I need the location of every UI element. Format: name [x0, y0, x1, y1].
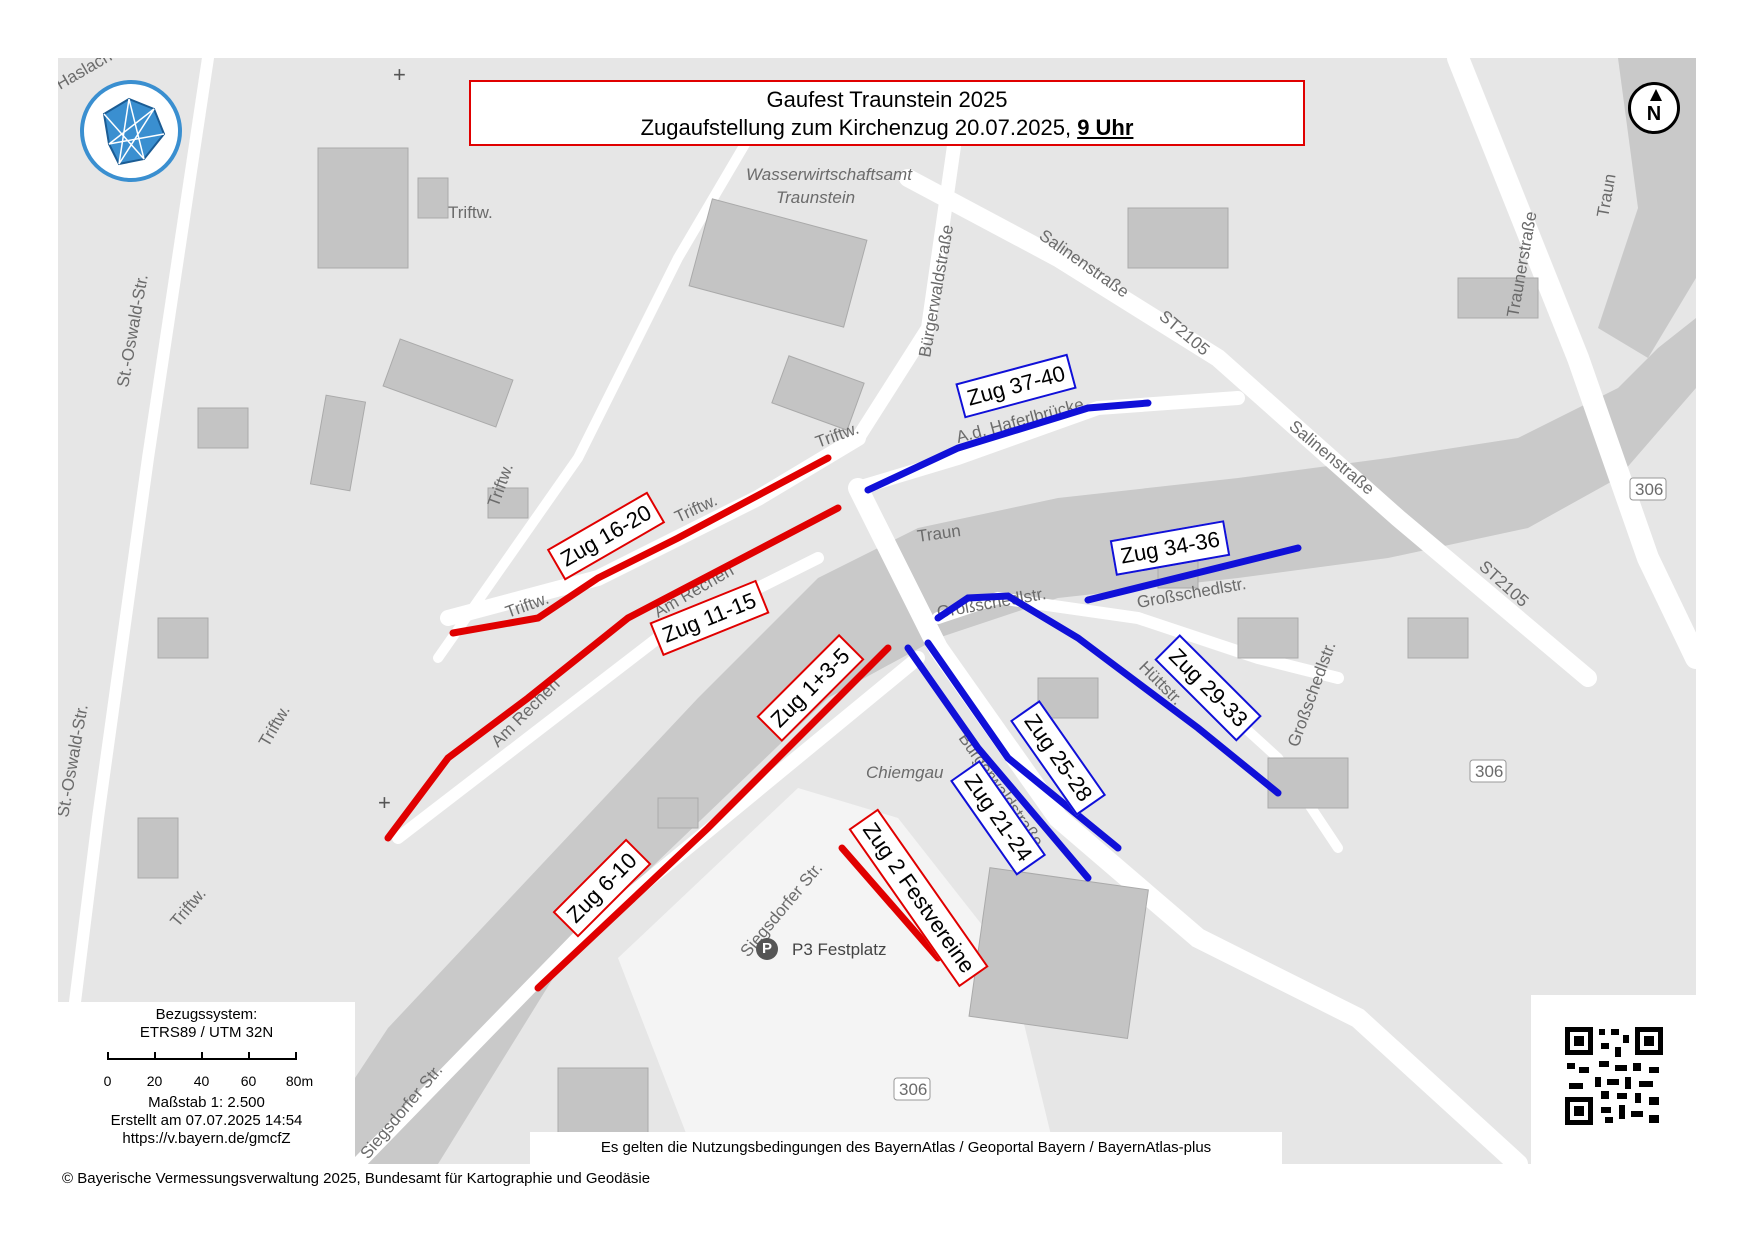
route-zug-34-36	[1084, 544, 1302, 604]
legend-url[interactable]: https://v.bayern.de/gmcfZ	[122, 1130, 291, 1147]
parking-icon: P	[756, 938, 778, 960]
legend-created: Erstellt am 07.07.2025 14:54	[110, 1112, 303, 1129]
north-arrow-triangle	[1650, 89, 1662, 101]
map-base: Haslach Triftw. St.-Oswald-Str. St.-Oswa…	[58, 58, 1696, 1164]
label-st-oswald-2: St.-Oswald-Str.	[58, 703, 92, 819]
scale-label-0: 0	[103, 1073, 112, 1089]
label-buergerwaldstrasse: Bürgerwaldstraße	[915, 223, 957, 358]
river-traun-east	[1598, 58, 1696, 358]
road-306-label-1: 306	[1635, 480, 1663, 499]
qr-code-icon[interactable]	[1565, 1027, 1663, 1125]
road-buergerwald	[851, 111, 965, 445]
road-triftweg-north	[433, 83, 783, 663]
logo-icon	[80, 80, 182, 182]
route-zug-37-40	[864, 399, 1152, 494]
road-siegsdorfer	[351, 651, 925, 1164]
label-st-oswald: St.-Oswald-Str.	[113, 273, 152, 389]
north-arrow-icon: N	[1628, 82, 1680, 134]
route-zug-21-24	[904, 644, 1092, 882]
logo-graphic	[102, 97, 166, 166]
scale-tick-0	[106, 1052, 109, 1060]
legend-scale: Maßstab 1: 2.500	[148, 1094, 265, 1111]
road-buergerwald-south	[848, 478, 1528, 1164]
river-traun	[298, 318, 1696, 1164]
parking-label: P3 Festplatz	[792, 940, 887, 959]
scale-label-3: 60	[240, 1073, 257, 1089]
title-time: 9 Uhr	[1077, 115, 1134, 140]
route-zug-1-3-5	[534, 644, 892, 992]
label-wasserwirtschaftsamt: Wasserwirtschaftsamt	[746, 165, 913, 184]
map-title: Gaufest Traunstein 2025 Zugaufstellung z…	[469, 80, 1305, 146]
label-triftweg-3: Triftw.	[167, 884, 210, 930]
scale-tick-4	[294, 1052, 297, 1060]
label-traun-east: Traun	[1593, 172, 1619, 218]
buildings	[137, 147, 1539, 1159]
title-line-2-prefix: Zugaufstellung zum Kirchenzug 20.07.2025…	[640, 115, 1078, 140]
map-canvas[interactable]: Haslach Triftw. St.-Oswald-Str. St.-Oswa…	[58, 58, 1696, 1164]
legend-ref-title: Bezugssystem:	[155, 1006, 258, 1023]
road-306-markers: 306 306 306	[893, 477, 1667, 1101]
blue-routes	[864, 399, 1302, 882]
qr-code-panel	[1531, 995, 1696, 1164]
church-cross-icon-2: +	[393, 62, 406, 87]
route-zug-29-33	[934, 592, 1282, 797]
label-triftweg-2: Triftw.	[255, 702, 294, 750]
label-traunstein: Traunstein	[776, 188, 855, 207]
scale-label-1: 20	[146, 1073, 163, 1089]
road-salinen	[899, 169, 1597, 687]
festplatz-area	[618, 788, 1058, 1164]
scale-label-4: 80m	[285, 1073, 314, 1089]
copyright-text: © Bayerische Vermessungsverwaltung 2025,…	[62, 1170, 651, 1187]
title-line-2: Zugaufstellung zum Kirchenzug 20.07.2025…	[471, 114, 1303, 142]
red-routes	[384, 454, 942, 992]
north-label: N	[1646, 103, 1662, 125]
scale-labels: 0 20 40 60 80m	[92, 1072, 322, 1090]
road-grossschedl	[932, 591, 1344, 684]
road-306	[1447, 58, 1696, 669]
title-line-1: Gaufest Traunstein 2025	[766, 87, 1008, 112]
label-triftweg: Triftw.	[448, 203, 493, 222]
route-zug-11-15	[384, 504, 842, 842]
road-stoswald	[62, 58, 214, 1064]
scale-bar	[106, 1050, 307, 1072]
route-zug-2	[838, 844, 942, 962]
scale-tick-2	[200, 1052, 203, 1060]
scale-tick-1	[153, 1052, 156, 1060]
route-zug-16-20	[449, 454, 832, 637]
scale-tick-3	[247, 1052, 250, 1060]
church-cross-icon: +	[378, 790, 391, 815]
legend-ref-value: ETRS89 / UTM 32N	[139, 1024, 274, 1041]
road-306-label-3: 306	[899, 1080, 927, 1099]
attribution-text: Es gelten die Nutzungsbedingungen des Ba…	[530, 1132, 1282, 1164]
label-chiemgau: Chiemgau	[866, 763, 944, 782]
legend-box: Bezugssystem: ETRS89 / UTM 32N 0 20 40 6…	[58, 1002, 355, 1164]
scale-label-2: 40	[193, 1073, 210, 1089]
road-306-label-2: 306	[1475, 762, 1503, 781]
route-zug-25-28	[924, 639, 1122, 852]
